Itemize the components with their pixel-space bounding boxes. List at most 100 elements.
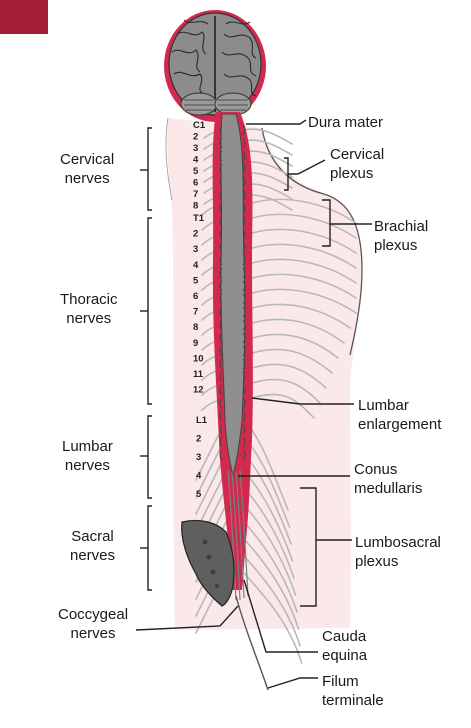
vertebra-number-cervical-2: 2 — [193, 132, 198, 143]
vertebra-number-cervical-5: 5 — [193, 166, 199, 177]
nerve-50 — [243, 487, 295, 579]
cord-segment-right-5 — [242, 189, 246, 201]
label-cervical-nerves: Cervical nerves — [60, 150, 114, 188]
cord-segment-left-1 — [219, 137, 223, 149]
vertebra-number-lumbar-3: 3 — [196, 452, 201, 463]
cord-segment-right-1 — [242, 137, 246, 149]
neck-outline-left — [165, 117, 173, 201]
cord-segment-left-9 — [219, 241, 223, 253]
label-coccygeal-nerves-line2: nerves — [70, 625, 116, 642]
nerve-38 — [245, 378, 321, 404]
corner-tab — [0, 0, 48, 34]
label-dura-mater-line1: Dura mater — [308, 114, 384, 131]
nerve-0 — [243, 128, 293, 145]
vertebra-number-thoracic-6: 6 — [193, 291, 198, 302]
cord-segment-right-10 — [242, 254, 246, 266]
nerve-26 — [245, 288, 357, 314]
nerve-14 — [245, 198, 357, 224]
cord-segment-right-20 — [242, 384, 246, 396]
cord-segment-right-7 — [242, 215, 246, 227]
label-filum-terminale: Filum terminale — [322, 672, 384, 710]
nerve-30 — [245, 318, 345, 344]
label-filum-terminale-line2: terminale — [322, 692, 384, 709]
vertebra-number-thoracic-3: 3 — [193, 244, 198, 255]
nerve-60 — [243, 572, 303, 664]
cord-segment-left-18 — [219, 358, 223, 370]
label-cervical-plexus: Cervical plexus — [330, 145, 384, 183]
nerve-28 — [245, 303, 351, 329]
cord-segments — [219, 124, 246, 461]
cord-segment-right-17 — [242, 345, 246, 357]
label-sacral-nerves: Sacral nerves — [70, 527, 115, 565]
cord-segment-left-7 — [219, 215, 223, 227]
label-lumbar-nerves: Lumbar nerves — [62, 437, 113, 475]
label-lumbar-nerves-line1: Lumbar — [62, 438, 113, 455]
cord-segment-left-16 — [219, 332, 223, 344]
vertebra-number-thoracic-11: 11 — [193, 369, 204, 380]
cord-segment-right-12 — [242, 280, 246, 292]
label-brachial-plexus-line1: Brachial — [374, 218, 429, 235]
vertebra-number-thoracic-7: 7 — [193, 307, 198, 318]
vertebra-number-lumbar-1: L1 — [196, 415, 208, 426]
cord-segment-left-0 — [219, 124, 223, 136]
vertebra-number-lumbar-5: 5 — [196, 489, 202, 500]
cord-segment-left-13 — [219, 293, 223, 305]
vertebra-number-thoracic-2: 2 — [193, 229, 198, 240]
cord-segment-right-15 — [242, 319, 246, 331]
nerve-52 — [243, 504, 297, 596]
cord-segment-left-10 — [219, 254, 223, 266]
vertebra-number-cervical-6: 6 — [193, 178, 198, 189]
cord-segment-right-3 — [242, 163, 246, 175]
nerve-40 — [245, 393, 315, 419]
label-conus-medullaris: Conus medullaris — [354, 460, 422, 498]
vertebra-number-cervical-8: 8 — [193, 201, 198, 212]
label-lumbar-nerves-line2: nerves — [64, 457, 110, 474]
cord-segment-right-19 — [242, 371, 246, 383]
label-coccygeal-nerves: Coccygeal nerves — [58, 605, 128, 643]
cord-segment-left-23 — [219, 423, 223, 435]
label-filum-terminale-line1: Filum — [322, 673, 359, 690]
label-cervical-nerves-line2: nerves — [64, 170, 110, 187]
vertebra-number-cervical-3: 3 — [193, 143, 198, 154]
cord-segment-left-20 — [219, 384, 223, 396]
vertebra-number-lumbar-4: 4 — [196, 471, 202, 482]
cord-segment-right-8 — [242, 228, 246, 240]
label-conus-medullaris-line2: medullaris — [354, 480, 423, 497]
label-sacral-nerves-line2: nerves — [70, 547, 116, 564]
label-cervical-plexus-line1: Cervical — [330, 146, 385, 163]
nerve-20 — [245, 243, 357, 269]
cord-segment-right-14 — [242, 306, 246, 318]
cord-segment-left-17 — [219, 345, 223, 357]
vertebra-number-lumbar-2: 2 — [196, 434, 201, 445]
cord-segment-left-3 — [219, 163, 223, 175]
label-cervical-nerves-line1: Cervical — [60, 151, 115, 168]
label-dura-mater: Dura mater — [308, 113, 383, 132]
cord-segment-right-24 — [242, 436, 246, 448]
cord-segment-right-2 — [242, 150, 246, 162]
nerve-58 — [243, 555, 301, 647]
cord-segment-left-6 — [219, 202, 223, 214]
cord-segment-left-19 — [219, 371, 223, 383]
cord-segment-right-23 — [242, 423, 246, 435]
nerve-22 — [245, 258, 357, 284]
label-cauda-equina-line2: equina — [322, 647, 368, 664]
cord-segment-right-16 — [242, 332, 246, 344]
cord-segment-right-0 — [242, 124, 246, 136]
label-cauda-equina-line1: Cauda — [322, 628, 367, 645]
nerve-54 — [243, 521, 298, 613]
nerve-56 — [243, 538, 300, 630]
vertebra-number-thoracic-1: T1 — [193, 213, 205, 224]
label-cauda-equina: Cauda equina — [322, 627, 367, 665]
label-lumbosacral-plexus-line2: plexus — [355, 553, 399, 570]
sacrum — [181, 519, 235, 607]
vertebra-number-cervical-4: 4 — [193, 155, 199, 166]
vertebra-number-cervical-7: 7 — [193, 189, 198, 200]
cord-segment-right-25 — [242, 449, 246, 461]
cord-segment-left-12 — [219, 280, 223, 292]
filum-terminale — [235, 595, 269, 691]
cord-segment-right-4 — [242, 176, 246, 188]
label-lumbar-enlargement-line1: Lumbar — [358, 397, 409, 414]
shoulder-outline — [261, 127, 363, 356]
label-lumbar-enlargement: Lumbar enlargement — [358, 396, 441, 434]
